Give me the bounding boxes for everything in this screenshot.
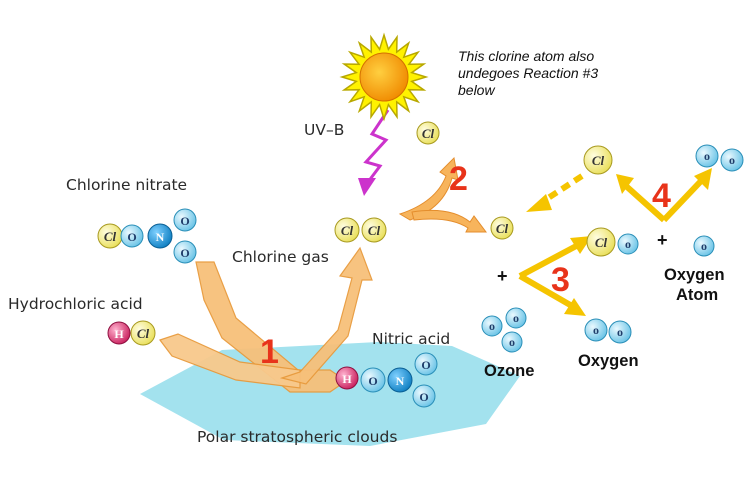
label-polar-stratospheric-clouds: Polar stratospheric clouds xyxy=(197,428,398,446)
reaction-number-1: 1 xyxy=(260,333,279,371)
atom-o2-top-1: o xyxy=(695,144,719,168)
atom-ozone-o-2: o xyxy=(505,307,527,329)
sun-icon xyxy=(339,32,429,122)
atom-symbol-oxygen-o-1: o xyxy=(593,323,599,337)
reaction-number-4: 4 xyxy=(652,177,671,215)
reaction-4-arrow-right xyxy=(661,177,705,223)
reaction-number-2: 2 xyxy=(449,160,468,198)
atom-symbol-cl2-cl-2: Cl xyxy=(368,223,381,238)
plus-sign-reaction-3: + xyxy=(497,266,508,286)
atom-symbol-clono2-cl: Cl xyxy=(104,229,117,244)
reaction-3-arrow-down-head xyxy=(564,298,586,316)
return-dashed-arrow xyxy=(540,173,584,205)
atom-clo-cl: Cl xyxy=(586,227,616,257)
atom-hno3-o-top: O xyxy=(414,352,438,376)
atom-symbol-o2-top-1: o xyxy=(704,149,710,163)
reaction-4-arrow-left xyxy=(623,183,667,223)
atom-cl2-cl-1: Cl xyxy=(334,217,360,243)
atom-symbol-oxygen-atom: o xyxy=(701,239,707,253)
atom-ozone-o-1: o xyxy=(481,315,503,337)
uv-arrow-head xyxy=(358,178,376,196)
atom-oxygen-o-1: o xyxy=(584,318,608,342)
atom-symbol-cl-product: Cl xyxy=(496,221,509,236)
atom-symbol-cl2-cl-1: Cl xyxy=(341,223,354,238)
atom-cl2-cl-2: Cl xyxy=(361,217,387,243)
return-dashed-arrow-head xyxy=(526,194,552,212)
atom-symbol-cl-reaction-4: Cl xyxy=(592,153,605,168)
atom-hcl-h: H xyxy=(107,321,131,345)
atom-symbol-clono2-n: N xyxy=(156,230,165,244)
atom-symbol-hno3-o: O xyxy=(368,374,377,388)
label-uv-b: UV–B xyxy=(304,121,345,139)
atom-clono2-o-top: O xyxy=(173,208,197,232)
reaction-3-arrow-up xyxy=(518,241,582,279)
atom-cl-product: Cl xyxy=(490,216,514,240)
atom-hno3-h: H xyxy=(335,366,359,390)
uv-lightning-arrow xyxy=(363,109,390,183)
atom-symbol-hno3-n: N xyxy=(396,374,405,388)
atom-symbol-hcl-h: H xyxy=(114,327,124,341)
atom-symbol-ozone-o-2: o xyxy=(513,311,519,325)
reaction-1-arrow-to-chlorine-gas xyxy=(279,246,373,385)
atom-cl-after-uv: Cl xyxy=(416,121,440,145)
reaction-3-arrow-down xyxy=(518,273,574,309)
plus-sign-reaction-4: + xyxy=(657,230,668,250)
atom-clono2-o-bottom: O xyxy=(173,240,197,264)
atom-o2-top-2: o xyxy=(720,148,744,172)
label-chlorine-gas: Chlorine gas xyxy=(232,248,329,266)
atom-ozone-o-3: o xyxy=(501,331,523,353)
atom-hcl-cl: Cl xyxy=(130,320,156,346)
label-oxygen: Oxygen xyxy=(578,352,639,370)
reaction-4-arrow-right-head xyxy=(694,168,712,190)
atom-symbol-clono2-o: O xyxy=(127,230,136,244)
atom-clono2-cl: Cl xyxy=(97,223,123,249)
reaction-4-arrow-left-head xyxy=(616,174,634,194)
atom-symbol-clono2-o-top: O xyxy=(180,214,189,228)
atom-cl-reaction-4: Cl xyxy=(583,145,613,175)
reaction-number-3: 3 xyxy=(551,261,570,299)
atom-oxygen-atom: o xyxy=(693,235,715,257)
atom-symbol-hno3-o-top: O xyxy=(421,358,430,372)
atom-symbol-cl-after-uv: Cl xyxy=(422,126,435,141)
atom-symbol-clo-o: o xyxy=(625,237,631,251)
label-nitric-acid: Nitric acid xyxy=(372,330,451,348)
reaction-2-arrow-lower xyxy=(411,209,487,233)
atom-symbol-hno3-h: H xyxy=(342,372,352,386)
label-oxygen-atom-line1: Oxygen xyxy=(664,266,725,284)
label-ozone: Ozone xyxy=(484,362,535,380)
atom-symbol-ozone-o-3: o xyxy=(509,335,515,349)
atom-hno3-o-bottom: O xyxy=(412,384,436,408)
atom-symbol-o2-top-2: o xyxy=(729,153,735,167)
atom-clo-o: o xyxy=(617,233,639,255)
atom-symbol-hcl-cl: Cl xyxy=(137,326,150,341)
atom-symbol-oxygen-o-2: o xyxy=(617,325,623,339)
atom-clono2-o: O xyxy=(120,224,144,248)
label-oxygen-atom-line2: Atom xyxy=(676,286,719,304)
atom-hno3-n: N xyxy=(387,367,413,393)
reaction-3-arrow-up-head xyxy=(570,236,592,254)
atom-symbol-clono2-o-bottom: O xyxy=(180,246,189,260)
atom-symbol-hno3-o-bottom: O xyxy=(419,390,428,404)
atom-symbol-clo-cl: Cl xyxy=(595,235,608,250)
atom-clono2-n: N xyxy=(147,223,173,249)
label-chlorine-nitrate: Chlorine nitrate xyxy=(66,176,188,194)
atom-oxygen-o-2: o xyxy=(608,320,632,344)
note-text: This clorine atom also undegoes Reaction… xyxy=(458,48,599,98)
label-hydrochloric-acid: Hydrochloric acid xyxy=(8,295,143,313)
atom-symbol-ozone-o-1: o xyxy=(489,319,495,333)
atom-hno3-o: O xyxy=(360,367,386,393)
